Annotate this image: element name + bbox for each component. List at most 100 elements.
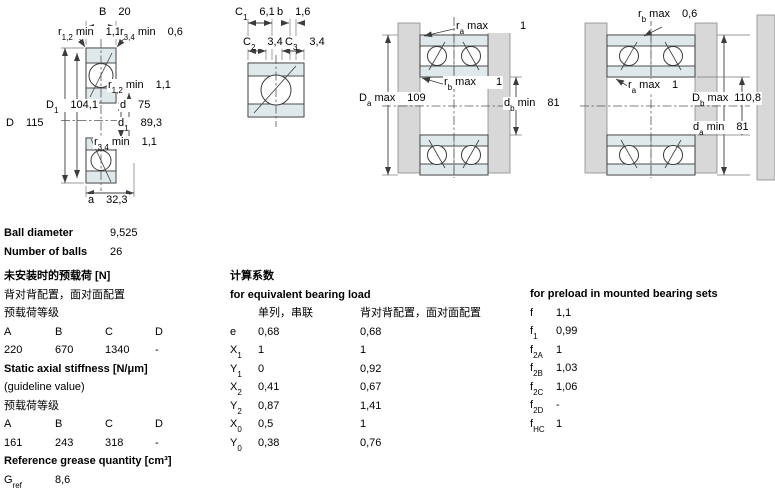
factor-symbol: X1	[230, 344, 242, 361]
cell: 318	[105, 436, 124, 449]
recess-detail-drawing	[247, 18, 305, 127]
factor-value: 0,68	[258, 325, 280, 338]
preload-unmounted-title: 未安装时的预载荷 [N]	[4, 270, 111, 282]
factor-value: 0,67	[360, 381, 382, 393]
preload-factor-row: f1 0,99	[530, 325, 775, 344]
column-header-single-tandem: 单列，串联	[258, 307, 313, 319]
factor-value: -	[556, 399, 560, 411]
factor-value: 0,41	[258, 381, 280, 393]
preload-factor-row: f2C 1,06	[530, 381, 775, 400]
stiffness-class-label: 预载荷等级	[4, 399, 59, 412]
factor-row: X1 1 1	[230, 344, 530, 363]
factor-value: 1	[360, 418, 367, 430]
factor-row: X0 0,5 1	[230, 418, 530, 437]
preload-class-header-row: A B C D	[4, 326, 226, 345]
column-header: B	[55, 418, 63, 430]
cell: 1340	[105, 344, 130, 356]
grease-symbol: Gref	[4, 473, 22, 490]
factor-symbol: Y0	[230, 436, 242, 453]
column-header-paired: 背对背配置，面对面配置	[360, 307, 481, 319]
grease-value: 8,6	[55, 473, 71, 486]
cell: 243	[55, 436, 74, 449]
factor-value: 0,68	[360, 325, 382, 338]
column-header: B	[55, 325, 63, 338]
factor-value: 0,99	[556, 325, 578, 337]
factor-value: 1	[556, 343, 563, 356]
factor-row: Y1 0 0,92	[230, 363, 530, 382]
preload-unmounted-subtitle: 背对背配置，面对面配置	[4, 288, 125, 301]
left-spec-column: Ball diameter 9,525 Number of balls 26 未…	[4, 227, 226, 492]
factor-row: Y0 0,38 0,76	[230, 437, 530, 456]
factor-symbol: f1	[530, 325, 538, 342]
preload-factor-row: f2B 1,03	[530, 362, 775, 381]
column-header: C	[105, 325, 113, 338]
stiffness-values-row: 161 243 318 -	[4, 437, 226, 456]
factor-value: 0,92	[360, 362, 382, 375]
ball	[427, 145, 447, 165]
factor-symbol: Y1	[230, 362, 242, 379]
stiffness-subtitle: (guideline value)	[4, 381, 85, 393]
preload-factor-row: f2D -	[530, 399, 775, 418]
cell: 161	[4, 436, 23, 449]
number-of-balls-row: Number of balls 26	[4, 246, 226, 265]
factor-symbol: X2	[230, 381, 242, 398]
column-header: A	[4, 325, 12, 338]
ball	[461, 145, 481, 165]
contact-angle-line	[253, 65, 297, 114]
factor-symbol: X0	[230, 418, 242, 435]
factor-row: X2 0,41 0,67	[230, 381, 530, 400]
cell: -	[155, 436, 159, 449]
factor-row: Y2 0,87 1,41	[230, 400, 530, 419]
factor-value: 1,41	[360, 399, 382, 412]
grease-title: Reference grease quantity [cm³]	[4, 455, 172, 467]
number-of-balls-value: 26	[110, 245, 123, 258]
cell: 670	[55, 344, 74, 356]
factor-value: 1,1	[556, 306, 572, 319]
factor-value: 0,5	[258, 418, 274, 430]
column-header: D	[155, 325, 163, 338]
factor-symbol: f2C	[530, 380, 544, 397]
factor-symbol: fHC	[530, 417, 545, 434]
preload-factor-row: f 1,1	[530, 307, 775, 326]
grease-row: Gref 8,6	[4, 474, 226, 493]
cell: 220	[4, 344, 23, 356]
factor-symbol: e	[230, 325, 237, 338]
factor-value: 1	[556, 417, 563, 430]
stiffness-class-header-row: A B C D	[4, 418, 226, 437]
factor-row: e 0,68 0,68	[230, 326, 530, 345]
column-header: D	[155, 418, 163, 430]
preload-factors-column: for preload in mounted bearing sets f 1,…	[530, 288, 775, 436]
ball-diameter-row: Ball diameter 9,525	[4, 227, 226, 246]
factor-value: 1	[360, 344, 367, 356]
ball	[619, 145, 639, 165]
preload-factor-row: f2A 1	[530, 344, 775, 363]
factor-symbol: f2B	[530, 362, 543, 379]
preload-class-label: 预载荷等级	[4, 307, 59, 319]
factor-value: 0,38	[258, 436, 280, 449]
factor-symbol: f2A	[530, 343, 543, 360]
ball-diameter-value: 9,525	[110, 227, 138, 239]
preload-factors-title: for preload in mounted bearing sets	[530, 288, 718, 300]
factor-value: 1	[258, 344, 265, 356]
factor-value: 0,76	[360, 436, 382, 449]
